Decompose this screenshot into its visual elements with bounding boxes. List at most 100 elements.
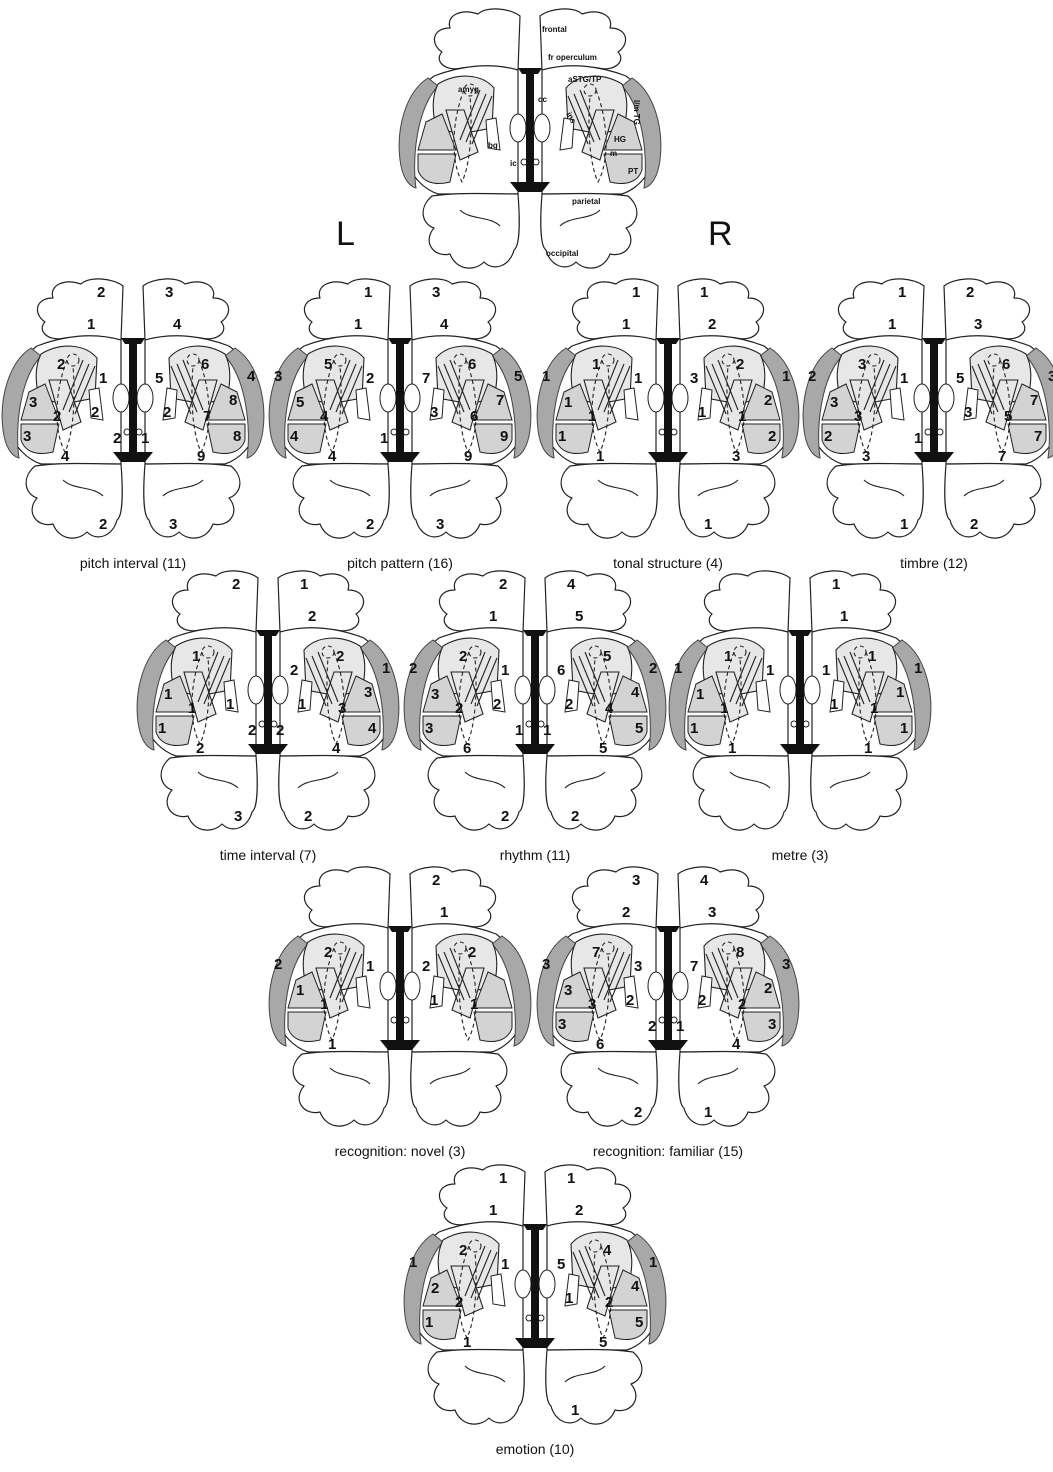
region-count-label: 3 — [1048, 368, 1053, 385]
region-count-label: 5 — [557, 1256, 565, 1273]
region-count-label: 3 — [23, 428, 31, 445]
region-count-label: 4 — [320, 408, 329, 425]
region-count-label: 6 — [1002, 356, 1010, 373]
region-count-label: 1 — [364, 284, 372, 301]
region-count-label: 1 — [300, 576, 308, 593]
panel-caption: recognition: novel (3) — [335, 1143, 466, 1159]
region-count-label: 5 — [1004, 408, 1012, 425]
region-count-label: 2 — [274, 956, 282, 973]
region-count-label: 3 — [858, 356, 866, 373]
brain-section — [269, 867, 531, 1126]
label-pt: PT — [628, 167, 638, 176]
brain-section — [269, 279, 531, 538]
region-count-label: 4 — [368, 720, 377, 737]
region-count-label: 1 — [328, 1036, 336, 1053]
region-count-label: 1 — [366, 958, 374, 975]
region-count-label: 7 — [203, 408, 211, 425]
region-count-label: 4 — [61, 448, 70, 465]
region-count-label: 2 — [605, 1294, 613, 1311]
left-hemisphere-label: L — [336, 215, 355, 253]
region-count-label: 3 — [690, 370, 698, 387]
region-count-label: 3 — [431, 686, 439, 703]
region-count-label: 3 — [436, 516, 444, 533]
region-count-label: 2 — [366, 516, 374, 533]
region-count-label: 6 — [468, 356, 476, 373]
region-count-label: 2 — [459, 1242, 467, 1259]
region-count-label: 1 — [501, 662, 509, 679]
region-count-label: 2 — [648, 1018, 656, 1035]
region-count-label: 1 — [830, 696, 838, 713]
region-count-label: 2 — [163, 404, 171, 421]
region-count-label: 1 — [700, 284, 708, 301]
label-cc: cc — [538, 95, 547, 104]
region-count-label: 1 — [409, 1254, 417, 1271]
region-count-label: 2 — [966, 284, 974, 301]
region-count-label: 2 — [768, 428, 776, 445]
region-count-label: 1 — [463, 1334, 471, 1351]
brain-section — [537, 867, 799, 1126]
label-m: m — [610, 149, 617, 158]
label-amyg: amyg — [458, 85, 479, 94]
region-count-label: 1 — [690, 720, 698, 737]
region-count-label: 8 — [736, 944, 744, 961]
region-count-label: 2 — [304, 808, 312, 825]
region-count-label: 6 — [596, 1036, 604, 1053]
region-count-label: 5 — [575, 608, 583, 625]
region-count-label: 1 — [868, 648, 876, 665]
region-count-label: 1 — [440, 904, 448, 921]
region-count-label: 3 — [854, 408, 862, 425]
region-count-label: 5 — [599, 740, 607, 757]
label-ic: ic — [510, 159, 517, 168]
region-count-label: 2 — [501, 808, 509, 825]
region-count-label: 1 — [592, 356, 600, 373]
region-count-label: 5 — [635, 1314, 643, 1331]
region-count-label: 1 — [622, 316, 630, 333]
region-count-label: 2 — [91, 404, 99, 421]
region-count-label: 1 — [649, 1254, 657, 1271]
panel-caption: metre (3) — [772, 847, 829, 863]
region-count-label: 6 — [557, 662, 565, 679]
region-count-label: 1 — [564, 394, 572, 411]
region-count-label: 2 — [808, 368, 816, 385]
region-count-label: 2 — [290, 662, 298, 679]
region-count-label: 8 — [233, 428, 241, 445]
region-count-label: 4 — [440, 316, 449, 333]
region-count-label: 3 — [542, 956, 550, 973]
region-count-label: 1 — [738, 408, 746, 425]
region-count-label: 2 — [455, 1294, 463, 1311]
region-count-label: 4 — [605, 700, 614, 717]
region-count-label: 3 — [588, 996, 596, 1013]
region-count-label: 3 — [558, 1016, 566, 1033]
region-count-label: 1 — [558, 428, 566, 445]
region-count-label: 3 — [165, 284, 173, 301]
region-count-label: 1 — [226, 696, 234, 713]
region-count-label: 1 — [870, 700, 878, 717]
region-count-label: 1 — [676, 1018, 684, 1035]
key-brain-diagram: frontal fr operculum aSTG/TP amyg cc l/m… — [399, 9, 661, 268]
region-count-label: 2 — [649, 660, 657, 677]
region-count-label: 2 — [455, 700, 463, 717]
region-count-label: 3 — [634, 958, 642, 975]
region-count-label: 7 — [496, 392, 504, 409]
region-count-label: 1 — [840, 608, 848, 625]
region-count-label: 1 — [914, 660, 922, 677]
panel-caption: pitch interval (11) — [80, 555, 186, 571]
right-hemisphere-label: R — [708, 215, 733, 253]
region-count-label: 2 — [276, 722, 284, 739]
region-count-label: 2 — [622, 904, 630, 921]
region-count-label: 1 — [588, 408, 596, 425]
region-count-label: 1 — [766, 662, 774, 679]
region-count-label: 1 — [888, 316, 896, 333]
region-count-label: 1 — [696, 686, 704, 703]
brain-section — [2, 279, 264, 538]
region-count-label: 5 — [324, 356, 332, 373]
region-count-label: 1 — [914, 430, 922, 447]
region-count-label: 1 — [489, 1202, 497, 1219]
label-fr-operculum: fr operculum — [548, 53, 597, 62]
region-count-label: 1 — [87, 316, 95, 333]
